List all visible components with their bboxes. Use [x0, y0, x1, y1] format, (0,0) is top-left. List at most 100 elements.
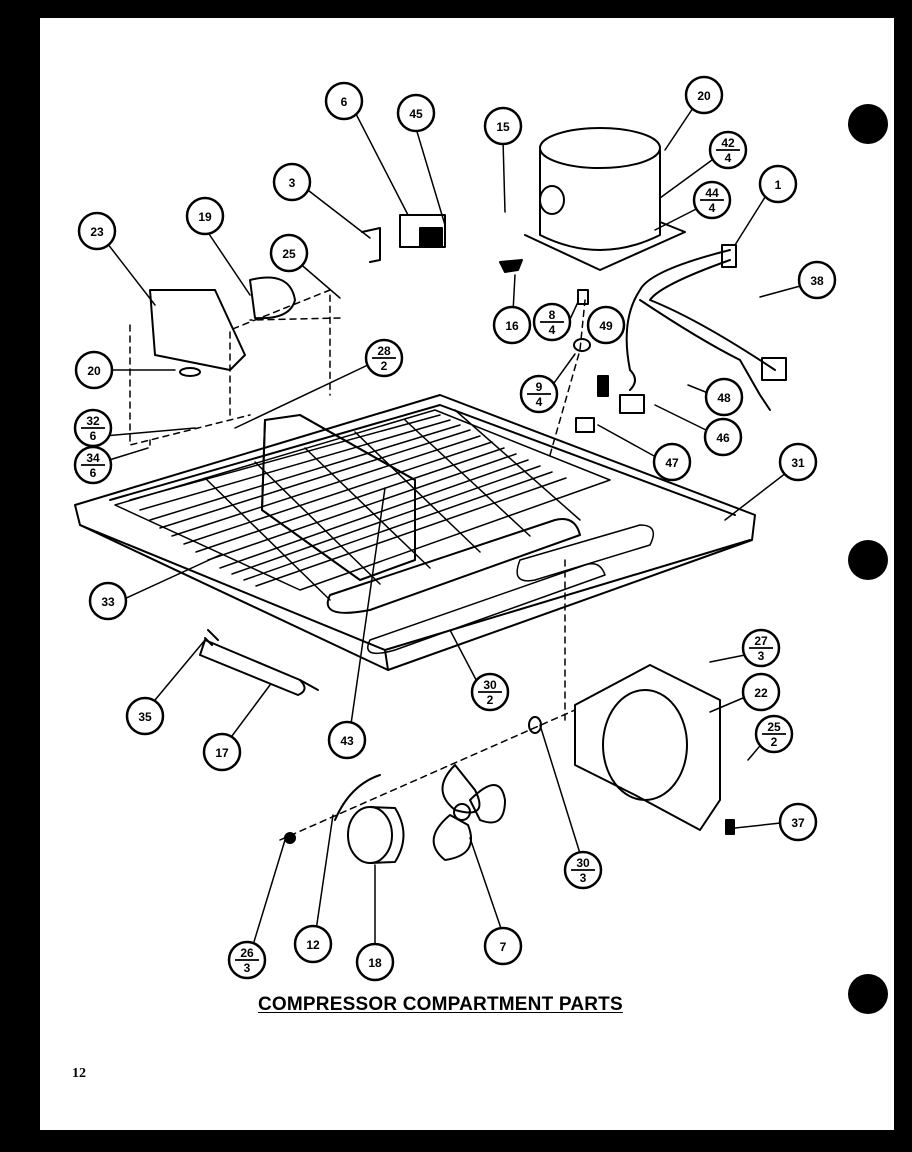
callout-circle	[77, 211, 117, 251]
callout-number: 34	[86, 451, 100, 465]
callout-circle	[327, 720, 367, 760]
callout-circle	[703, 417, 743, 457]
callout-number: 3	[289, 176, 296, 190]
callout-c3: 3	[272, 162, 312, 202]
callout-number: 26	[240, 946, 254, 960]
callout-number: 16	[505, 319, 519, 333]
callout-circle	[652, 442, 692, 482]
divider-panel-drawing	[261, 414, 416, 581]
callout-number: 2	[771, 735, 778, 749]
callout-c25b: 252	[754, 714, 794, 754]
callout-c16: 16	[492, 305, 532, 345]
callout-number: 30	[576, 856, 590, 870]
callout-c35: 35	[125, 696, 165, 736]
compressor-drawing	[524, 127, 686, 271]
callout-c15: 15	[483, 106, 523, 146]
callout-c7: 7	[483, 926, 523, 966]
binder-hole-bottom	[848, 974, 888, 1014]
callout-circle	[74, 350, 114, 390]
callout-c27: 273	[741, 628, 781, 668]
binder-hole-top	[848, 104, 888, 144]
callout-number: 6	[90, 429, 97, 443]
callout-circle	[483, 926, 523, 966]
dashed-guides	[129, 289, 586, 841]
callout-circle	[684, 75, 724, 115]
callout-circle	[396, 93, 436, 133]
callout-number: 4	[536, 395, 543, 409]
callout-circle	[586, 305, 626, 345]
wiring-harness-drawing	[625, 244, 787, 411]
callout-number: 3	[244, 961, 251, 975]
fan-shroud-drawing	[574, 664, 721, 831]
callout-circle	[125, 696, 165, 736]
callout-number: 4	[549, 323, 556, 337]
callout-circle	[797, 260, 837, 300]
callout-number: 33	[101, 595, 115, 609]
callout-c38: 38	[797, 260, 837, 300]
callout-circle	[492, 305, 532, 345]
callout-c23: 23	[77, 211, 117, 251]
callout-c37: 37	[778, 802, 818, 842]
callout-circle	[269, 233, 309, 273]
callout-number: 20	[87, 364, 101, 378]
callout-c44: 444	[692, 180, 732, 220]
callout-circle	[704, 377, 744, 417]
callout-circle	[778, 442, 818, 482]
callout-number: 27	[754, 634, 768, 648]
callout-c42: 424	[708, 130, 748, 170]
callout-c9: 94	[519, 374, 559, 414]
callout-circle	[355, 942, 395, 982]
callout-number: 45	[409, 107, 423, 121]
callout-number: 38	[810, 274, 824, 288]
callout-number: 25	[282, 247, 296, 261]
callout-number: 31	[791, 456, 805, 470]
base-pan-drawing	[74, 394, 756, 671]
callout-leaders	[92, 107, 816, 961]
callout-number: 6	[341, 95, 348, 109]
callout-c8: 84	[532, 302, 572, 342]
callout-circle	[741, 672, 781, 712]
callout-c46: 46	[703, 417, 743, 457]
callout-number: 19	[198, 210, 212, 224]
fan-motor-drawing	[347, 806, 405, 864]
relay-drawing	[361, 214, 446, 263]
binder-hole-middle	[848, 540, 888, 580]
callout-number: 43	[340, 734, 354, 748]
callout-c20a: 20	[684, 75, 724, 115]
callout-number: 8	[549, 308, 556, 322]
callout-c20b: 20	[74, 350, 114, 390]
callout-c31: 31	[778, 442, 818, 482]
callout-number: 6	[90, 466, 97, 480]
callout-c47: 47	[652, 442, 692, 482]
callout-number: 32	[86, 414, 100, 428]
callout-number: 4	[709, 201, 716, 215]
callout-circle	[272, 162, 312, 202]
callout-number: 15	[496, 120, 510, 134]
drier-drawing	[199, 639, 319, 696]
callout-circle	[88, 581, 128, 621]
callout-circle	[758, 164, 798, 204]
callout-c6: 6	[324, 81, 364, 121]
callout-number: 42	[721, 136, 735, 150]
callout-number: 9	[536, 380, 543, 394]
callout-c12: 12	[293, 924, 333, 964]
small-parts-drawing	[149, 259, 735, 844]
callout-circle	[185, 196, 225, 236]
callout-c30b: 303	[563, 850, 603, 890]
fan-blade-drawing	[432, 764, 506, 861]
callout-c18: 18	[355, 942, 395, 982]
callout-number: 18	[368, 956, 382, 970]
callout-bubbles: 1367849412151617181920202223252522632732…	[73, 75, 837, 982]
callout-number: 2	[487, 693, 494, 707]
page-number: 12	[72, 1066, 86, 1081]
callout-number: 2	[381, 359, 388, 373]
callout-number: 7	[500, 940, 507, 954]
callout-number: 44	[705, 186, 719, 200]
callout-number: 46	[716, 431, 730, 445]
callout-c45: 45	[396, 93, 436, 133]
diagram-title: COMPRESSOR COMPARTMENT PARTS	[258, 994, 623, 1015]
callout-c43: 43	[327, 720, 367, 760]
callout-number: 47	[665, 456, 679, 470]
callout-c30a: 302	[470, 672, 510, 712]
